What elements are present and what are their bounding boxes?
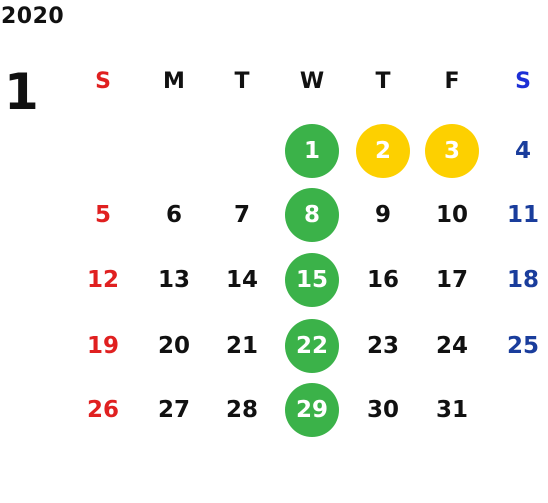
- day-cell[interactable]: 23: [366, 332, 399, 359]
- day-cell[interactable]: 28: [225, 396, 258, 423]
- day-cell-green-marked[interactable]: 1: [285, 124, 339, 178]
- day-cell[interactable]: 4: [514, 137, 531, 164]
- day-cell[interactable]: 19: [86, 332, 119, 359]
- weekday-header-wednesday: W: [299, 69, 325, 94]
- day-cell[interactable]: 21: [225, 332, 258, 359]
- day-cell[interactable]: 16: [366, 266, 399, 293]
- weekday-header-monday: M: [163, 69, 185, 94]
- day-cell-green-marked[interactable]: 29: [285, 383, 339, 437]
- day-cell[interactable]: 5: [94, 201, 111, 228]
- day-cell[interactable]: 25: [506, 332, 539, 359]
- weekday-header-friday: F: [444, 69, 460, 94]
- weekday-header-saturday: S: [515, 69, 531, 94]
- day-cell-yellow-marked[interactable]: 3: [425, 124, 479, 178]
- year-label: 2020: [1, 4, 65, 29]
- day-cell[interactable]: 17: [435, 266, 468, 293]
- day-cell[interactable]: 12: [86, 266, 119, 293]
- day-cell[interactable]: 13: [157, 266, 190, 293]
- day-cell[interactable]: 11: [506, 201, 539, 228]
- day-cell[interactable]: 18: [506, 266, 539, 293]
- day-cell[interactable]: 20: [157, 332, 190, 359]
- day-cell[interactable]: 14: [225, 266, 258, 293]
- day-cell[interactable]: 24: [435, 332, 468, 359]
- weekday-header-sunday: S: [95, 69, 111, 94]
- month-number: 1: [4, 63, 39, 121]
- day-cell-yellow-marked[interactable]: 2: [356, 124, 410, 178]
- day-cell[interactable]: 27: [157, 396, 190, 423]
- day-cell[interactable]: 9: [374, 201, 391, 228]
- day-cell[interactable]: 31: [435, 396, 468, 423]
- day-cell-green-marked[interactable]: 15: [285, 253, 339, 307]
- day-cell[interactable]: 6: [165, 201, 182, 228]
- day-cell[interactable]: 7: [233, 201, 250, 228]
- day-cell[interactable]: 26: [86, 396, 119, 423]
- weekday-header-tuesday: T: [234, 69, 250, 94]
- day-cell-green-marked[interactable]: 8: [285, 188, 339, 242]
- day-cell[interactable]: 30: [366, 396, 399, 423]
- day-cell-green-marked[interactable]: 22: [285, 319, 339, 373]
- weekday-header-thursday: T: [375, 69, 391, 94]
- day-cell[interactable]: 10: [435, 201, 468, 228]
